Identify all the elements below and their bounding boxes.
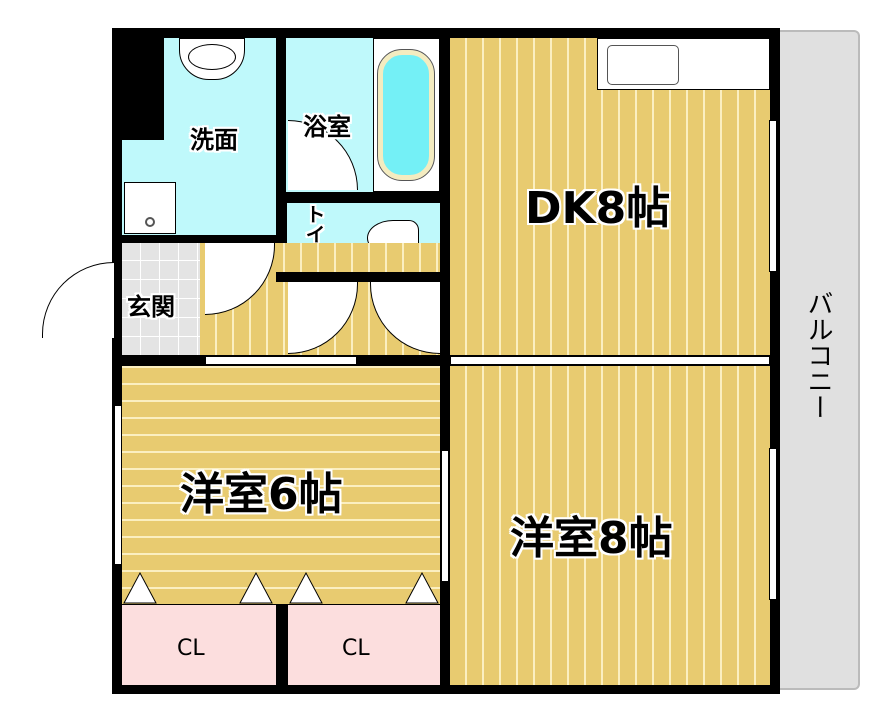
washer-pan [124,182,176,234]
closet-door-icons [123,571,439,604]
washroom-label: 洗面 [190,126,238,154]
toilet-wall [276,272,450,282]
entrance-label: 玄関 [127,293,175,321]
pillar [122,38,164,140]
closet-divider [276,604,288,685]
dk-window[interactable] [769,120,777,272]
western8-label: 洋室8帖 [510,513,673,564]
entrance [122,243,200,355]
western6-door[interactable] [441,450,449,582]
entry-door[interactable] [42,262,114,338]
dk-sliding-door[interactable] [450,356,770,365]
balcony-label: バルコニー [803,290,833,420]
kitchen-counter [597,38,770,90]
western8-window[interactable] [769,448,777,600]
western-room-6 [122,366,440,604]
closet1[interactable] [122,604,276,685]
western-room-8 [450,366,770,685]
balcony [776,30,860,690]
dk-label: DK8帖 [525,183,671,234]
closet2-label: CL [342,636,370,661]
bathtub [377,49,435,181]
western6-window[interactable] [114,405,122,565]
dining-kitchen [450,38,770,355]
hall-sliding-door[interactable] [205,356,357,365]
closet1-label: CL [177,636,205,661]
closet2[interactable] [288,604,440,685]
western6-label: 洋室6帖 [180,469,343,520]
bathroom-label: 浴室 [303,113,351,141]
